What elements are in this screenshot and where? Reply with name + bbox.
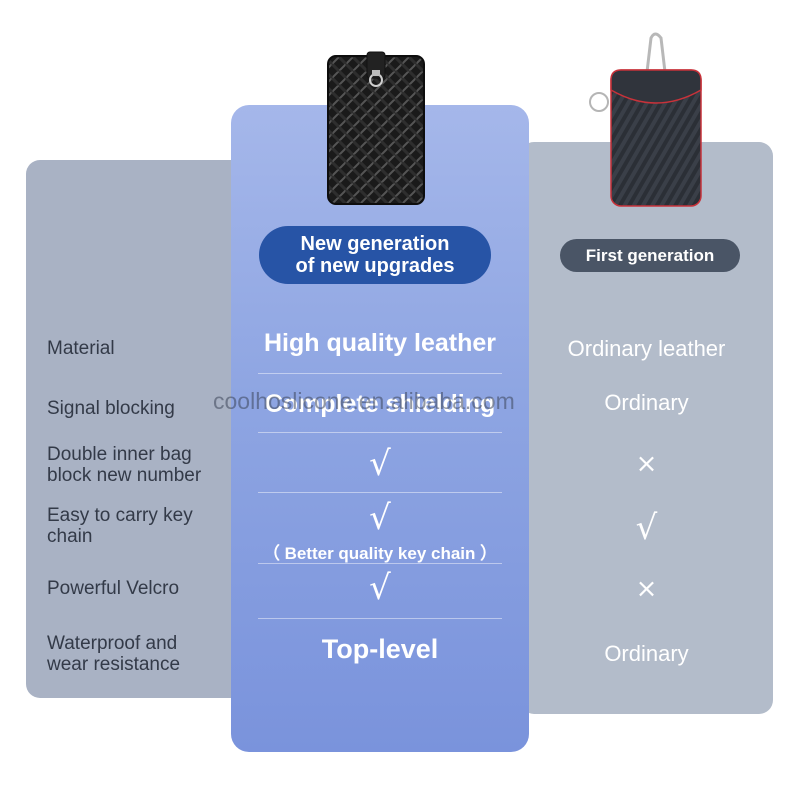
- key-chain-note: （ Better quality key chain ）: [262, 544, 498, 563]
- row-label-velcro: Powerful Velcro: [47, 578, 180, 599]
- row-label-waterproof: Waterproof and wear resistance: [47, 633, 180, 675]
- first-generation-panel: [520, 142, 773, 714]
- row-divider: [258, 492, 502, 493]
- row-divider: [258, 432, 502, 433]
- row-divider: [258, 373, 502, 374]
- row-label-double-inner-bag: Double inner bag block new number: [47, 444, 201, 486]
- first-generation-badge: First generation: [560, 239, 740, 272]
- old-value-waterproof: Ordinary: [604, 641, 689, 666]
- check-icon: √: [369, 444, 391, 484]
- old-value-material: Ordinary leather: [567, 336, 726, 361]
- new-value-material: High quality leather: [264, 329, 496, 357]
- carbon-fiber-key-pouch-image: [589, 32, 702, 207]
- row-label-line: wear resistance: [47, 654, 181, 675]
- row-label-key-chain: Easy to carry key chain: [47, 505, 193, 547]
- row-label-line: Double inner bag: [47, 444, 192, 465]
- new-generation-badge-line1: New generation: [300, 233, 450, 255]
- row-label-line: Easy to carry key: [47, 505, 193, 526]
- new-generation-panel: [231, 105, 529, 752]
- row-label-line: Waterproof and: [47, 633, 178, 654]
- old-value-signal-blocking: Ordinary: [604, 390, 689, 415]
- row-label-signal-blocking: Signal blocking: [47, 398, 175, 419]
- check-icon: √: [635, 508, 658, 548]
- row-divider: [258, 563, 502, 564]
- row-label-line: block new number: [47, 465, 202, 486]
- watermark-text: coolhoslicone.en.alibaba.com: [213, 388, 515, 414]
- new-generation-badge-line2: of new upgrades: [295, 255, 455, 277]
- new-value-waterproof: Top-level: [321, 634, 439, 664]
- row-label-material: Material: [47, 338, 115, 359]
- cross-icon: ×: [635, 574, 658, 604]
- new-value-signal-blocking: Complete shielding: [264, 390, 496, 418]
- woven-leather-pouch-image: [327, 51, 425, 205]
- new-generation-badge: New generation of new upgrades: [259, 226, 491, 284]
- cross-icon: ×: [635, 449, 658, 479]
- check-icon: √: [369, 568, 391, 608]
- check-icon: √: [369, 498, 391, 538]
- row-label-line: chain: [47, 526, 93, 547]
- row-divider: [258, 618, 502, 619]
